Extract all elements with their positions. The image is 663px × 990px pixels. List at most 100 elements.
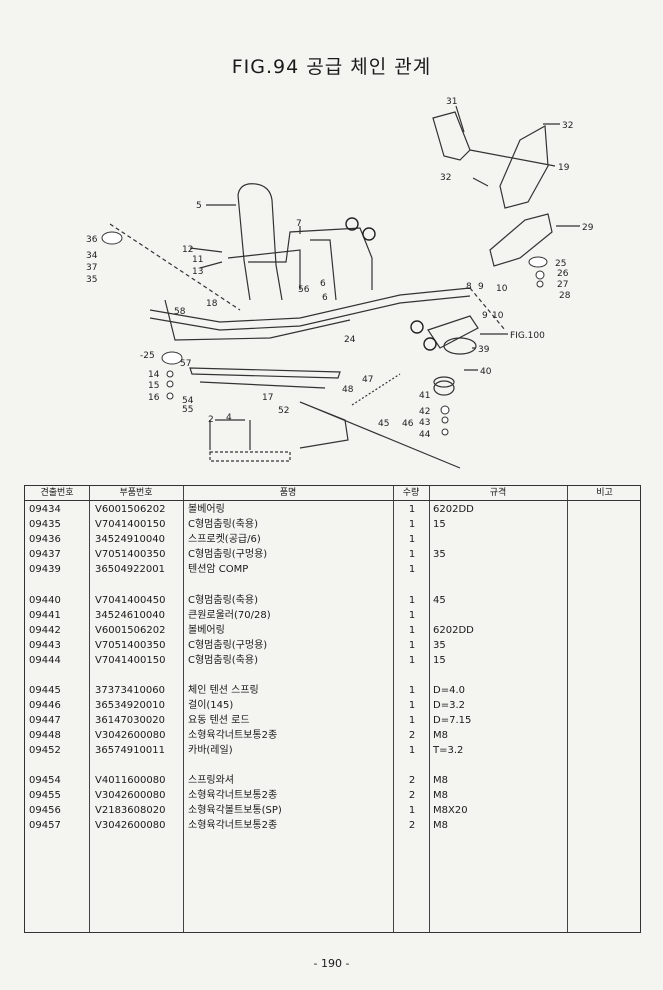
cell-no: 09457 (29, 820, 61, 831)
cell-no: 09454 (29, 775, 61, 786)
cell-no: 09439 (29, 564, 61, 575)
table-header: 견출번호 부품번호 품명 수량 규격 비고 (25, 486, 640, 501)
cell-name: 텐션암 COMP (188, 564, 249, 575)
diagram-label: 17 (262, 393, 273, 403)
cell-qty: 1 (408, 610, 416, 621)
cell-name: C형멈춤링(구멍용) (188, 640, 268, 651)
cell-qty: 1 (408, 534, 416, 545)
diagram-label: 46 (402, 419, 414, 429)
cell-qty: 1 (408, 805, 416, 816)
cell-name: 카바(레일) (188, 745, 233, 756)
cell-no: 09436 (29, 534, 61, 545)
diagram-label: FIG.100 (510, 331, 545, 341)
header-cell: 부품번호 (119, 488, 153, 498)
cell-part: V7041400150 (95, 519, 166, 530)
cell-qty: 1 (408, 700, 416, 711)
table-row: 09436 34524910040 스프로켓(공급/6) 1 (25, 532, 640, 547)
diagram-label: 41 (419, 391, 430, 401)
diagram-label: 55 (182, 405, 193, 415)
cell-name: 소형육각너트보통2종 (188, 790, 278, 801)
cell-qty: 1 (408, 519, 416, 530)
cell-no: 09452 (29, 745, 61, 756)
cell-no: 09437 (29, 549, 61, 560)
diagram-label: 45 (378, 419, 389, 429)
diagram-label: 16 (148, 393, 160, 403)
diagram-label: 19 (558, 163, 570, 173)
cell-no: 09447 (29, 715, 61, 726)
diagram-label: 47 (362, 375, 373, 385)
diagram-label: 43 (419, 418, 430, 428)
cell-spec: M8 (433, 775, 448, 786)
diagram-label: 26 (557, 269, 569, 279)
cell-part: 34524610040 (95, 610, 165, 621)
cell-name: 스프로켓(공급/6) (188, 534, 261, 545)
diagram-label: 32 (440, 173, 451, 183)
cell-spec: M8 (433, 790, 448, 801)
cell-no: 09445 (29, 685, 61, 696)
cell-no: 09441 (29, 610, 61, 621)
diagram-label: 29 (582, 223, 594, 233)
cell-spec: 35 (433, 549, 446, 560)
diagram-label: 5 (196, 201, 202, 211)
parts-diagram: 31 32 19 32 29 5 7 36 34 37 35 12 11 13 … (86, 97, 594, 469)
cell-no: 09446 (29, 700, 61, 711)
diagram-label: 6 (322, 293, 328, 303)
cell-no: 09444 (29, 655, 61, 666)
cell-no: 09456 (29, 805, 61, 816)
diagram-label: 32 (562, 121, 573, 131)
cell-part: 36534920010 (95, 700, 165, 711)
cell-spec: M8X20 (433, 805, 468, 816)
cell-qty: 2 (408, 820, 416, 831)
cell-part: 34524910040 (95, 534, 165, 545)
cell-qty: 1 (408, 655, 416, 666)
diagram-label: 6 (320, 279, 326, 289)
diagram-label: 48 (342, 385, 354, 395)
diagram-label: 13 (192, 267, 203, 277)
diagram-label: 9 (482, 311, 488, 321)
cell-part: 36574910011 (95, 745, 165, 756)
cell-qty: 1 (408, 549, 416, 560)
cell-name: 소형육각너트보통2종 (188, 820, 278, 831)
cell-spec: 35 (433, 640, 446, 651)
cell-spec: 6202DD (433, 625, 474, 636)
cell-no: 09435 (29, 519, 61, 530)
diagram-label: 7 (296, 219, 302, 229)
diagram-label: 25 (555, 259, 566, 269)
cell-spec: D=3.2 (433, 700, 465, 711)
cell-qty: 1 (408, 745, 416, 756)
diagram-label: 15 (148, 381, 159, 391)
cell-spec: 15 (433, 655, 446, 666)
header-cell: 품명 (279, 488, 297, 498)
diagram-label: 18 (206, 299, 218, 309)
cell-part: V4011600080 (95, 775, 166, 786)
cell-name: 소형육각볼트보통(SP) (188, 805, 282, 816)
diagram-label: 27 (557, 280, 568, 290)
diagram-label: 14 (148, 370, 160, 380)
cell-spec: T=3.2 (433, 745, 464, 756)
diagram-label: 58 (174, 307, 186, 317)
diagram-label: 56 (298, 285, 310, 295)
cell-name: C형멈춤링(축용) (188, 519, 258, 530)
cell-part: V7051400350 (95, 549, 166, 560)
cell-name: C형멈춤링(축용) (188, 595, 258, 606)
cell-name: 스프링와셔 (188, 775, 234, 786)
header-cell: 견출번호 (40, 488, 74, 498)
diagram-label: 31 (446, 97, 457, 107)
cell-part: V7051400350 (95, 640, 166, 651)
diagram-label: 35 (86, 275, 97, 285)
cell-name: 소형육각너트보통2종 (188, 730, 278, 741)
